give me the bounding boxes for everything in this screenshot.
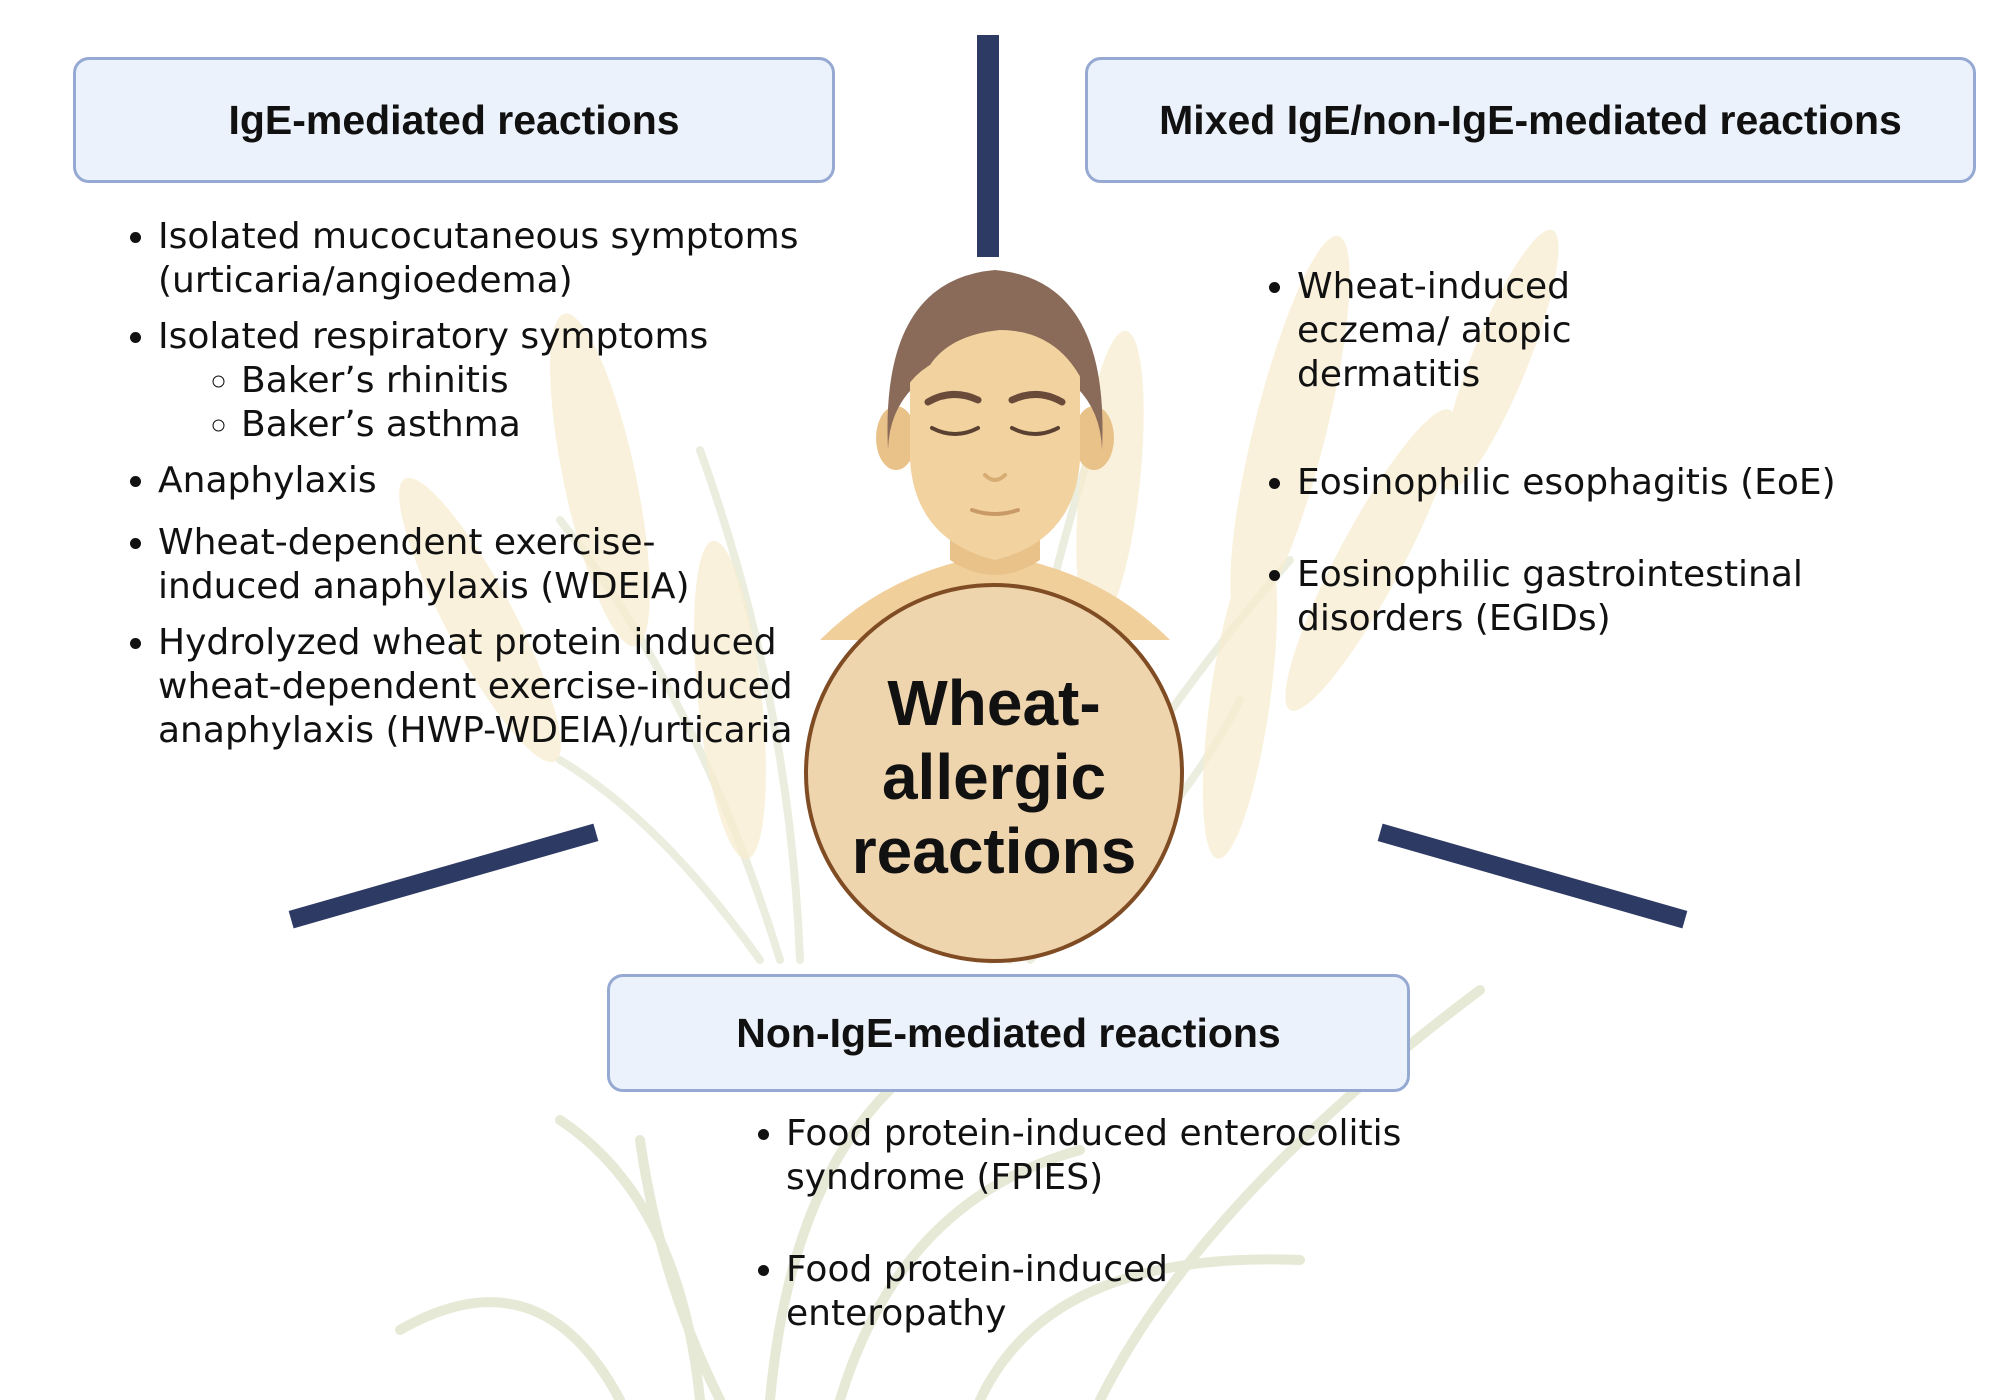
list-item: Eosinophilic esophagitis (EoE) xyxy=(1297,461,1857,505)
sub-list: Baker’s rhinitis Baker’s asthma xyxy=(158,359,858,447)
person-with-closed-eyes-icon xyxy=(820,270,1170,640)
list-item: Wheat-dependent exercise-induced anaphyl… xyxy=(158,521,858,609)
non-ige-mediated-list: Food protein-induced enterocolitis syndr… xyxy=(743,1112,1406,1336)
mixed-mediated-box: Mixed IgE/non-IgE-mediated reactions xyxy=(1085,57,1976,183)
mixed-mediated-list: Wheat-induced eczema/ atopic dermatitis … xyxy=(1254,265,1857,641)
non-ige-mediated-title: Non-IgE-mediated reactions xyxy=(736,1009,1281,1056)
list-item: Food protein-induced enterocolitis syndr… xyxy=(786,1112,1406,1200)
list-item: Hydrolyzed wheat protein induced wheat-d… xyxy=(158,621,858,753)
list-item: Eosinophilic gastrointestinal disorders … xyxy=(1297,553,1857,641)
sub-list-item: Baker’s asthma xyxy=(241,403,858,447)
list-item: Food protein-induced enteropathy xyxy=(786,1248,1406,1336)
list-item: Isolated respiratory symptoms Baker’s rh… xyxy=(158,315,858,447)
center-title: Wheat-allergic reactions xyxy=(851,667,1137,887)
non-ige-mediated-box: Non-IgE-mediated reactions xyxy=(607,974,1410,1092)
sub-list-item: Baker’s rhinitis xyxy=(241,359,858,403)
connector-top xyxy=(977,35,999,257)
mixed-mediated-title: Mixed IgE/non-IgE-mediated reactions xyxy=(1159,96,1902,143)
ige-mediated-title: IgE-mediated reactions xyxy=(228,96,680,143)
list-item: Anaphylaxis xyxy=(158,459,858,503)
ige-mediated-list: Isolated mucocutaneous symptoms (urticar… xyxy=(115,215,858,753)
list-item: Isolated mucocutaneous symptoms (urticar… xyxy=(158,215,858,303)
center-circle: Wheat-allergic reactions xyxy=(804,583,1184,963)
list-item: Wheat-induced eczema/ atopic dermatitis xyxy=(1297,265,1857,397)
ige-mediated-box: IgE-mediated reactions xyxy=(73,57,835,183)
